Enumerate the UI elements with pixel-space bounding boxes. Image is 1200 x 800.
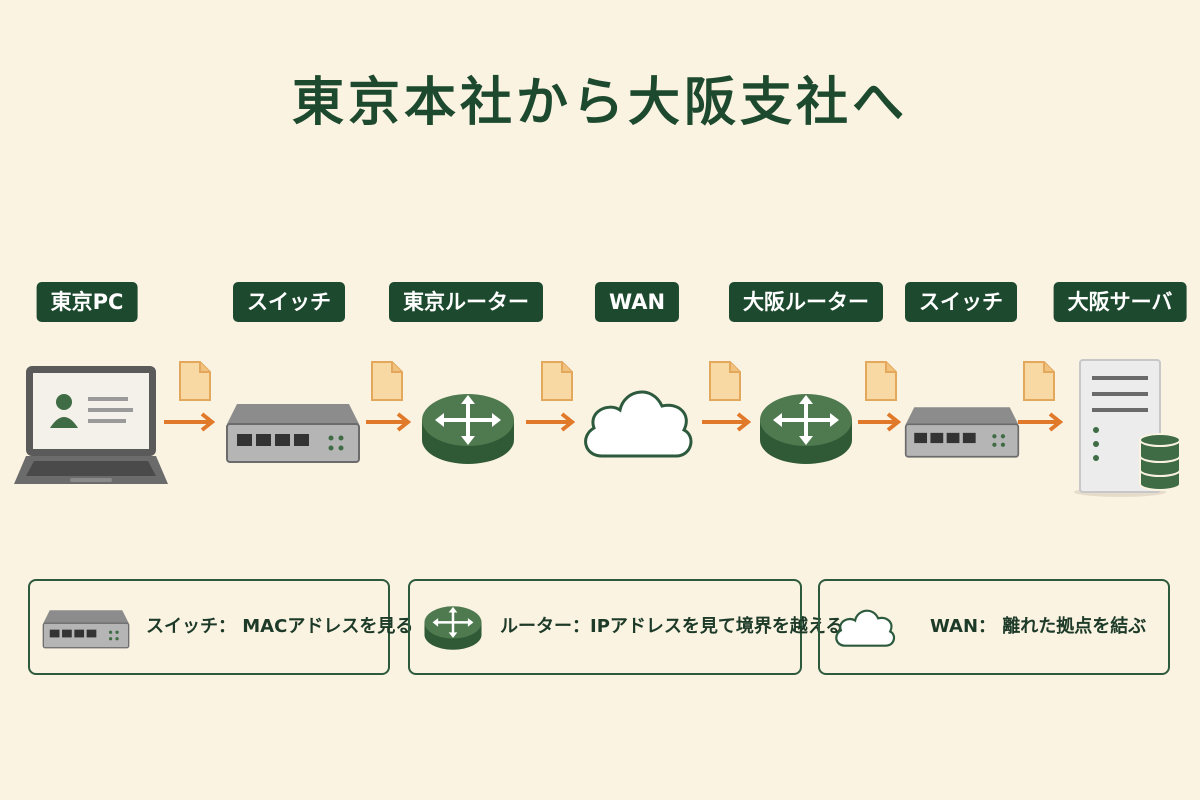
legend-wan: WAN： 離れた拠点を結ぶ (818, 579, 1170, 675)
switch-icon (42, 610, 130, 649)
router-icon (422, 394, 514, 464)
switch-icon (904, 407, 1020, 458)
switch-icon (226, 404, 360, 463)
arrow-icon (526, 412, 576, 432)
label-tokyo-router: 東京ルーター (389, 282, 543, 322)
server-icon (1074, 359, 1181, 497)
laptop-icon (14, 366, 168, 484)
cloud-icon (835, 609, 896, 647)
arrow-icon (164, 412, 216, 432)
arrow-icon (1018, 412, 1064, 432)
document-icon (541, 361, 573, 401)
router-icon (424, 606, 482, 650)
legend-wan-text: WAN： 離れた拠点を結ぶ (930, 616, 1147, 637)
legend-router: ルーター：IPアドレスを見て境界を越える (408, 579, 843, 675)
label-osaka-server: 大阪サーバ (1053, 282, 1187, 322)
document-icon (1023, 361, 1055, 401)
router-icon (760, 394, 852, 464)
legend-switch-text: スイッチ： MACアドレスを見る (146, 616, 414, 637)
label-switch-tokyo: スイッチ (233, 282, 345, 322)
document-icon (179, 361, 211, 401)
diagram-title: 東京本社から大阪支社へ (291, 73, 908, 133)
arrow-icon (366, 412, 412, 432)
cloud-icon (584, 390, 693, 458)
legend-switch: スイッチ： MACアドレスを見る (28, 579, 413, 675)
label-osaka-router: 大阪ルーター (729, 282, 883, 322)
label-wan: WAN (594, 282, 680, 322)
document-icon (865, 361, 897, 401)
label-tokyo-pc: 東京PC (36, 282, 138, 322)
document-icon (709, 361, 741, 401)
legend-router-text: ルーター：IPアドレスを見て境界を越える (500, 616, 844, 637)
document-icon (371, 361, 403, 401)
label-switch-osaka: スイッチ (905, 282, 1017, 322)
arrow-icon (858, 412, 902, 432)
arrow-icon (702, 412, 752, 432)
